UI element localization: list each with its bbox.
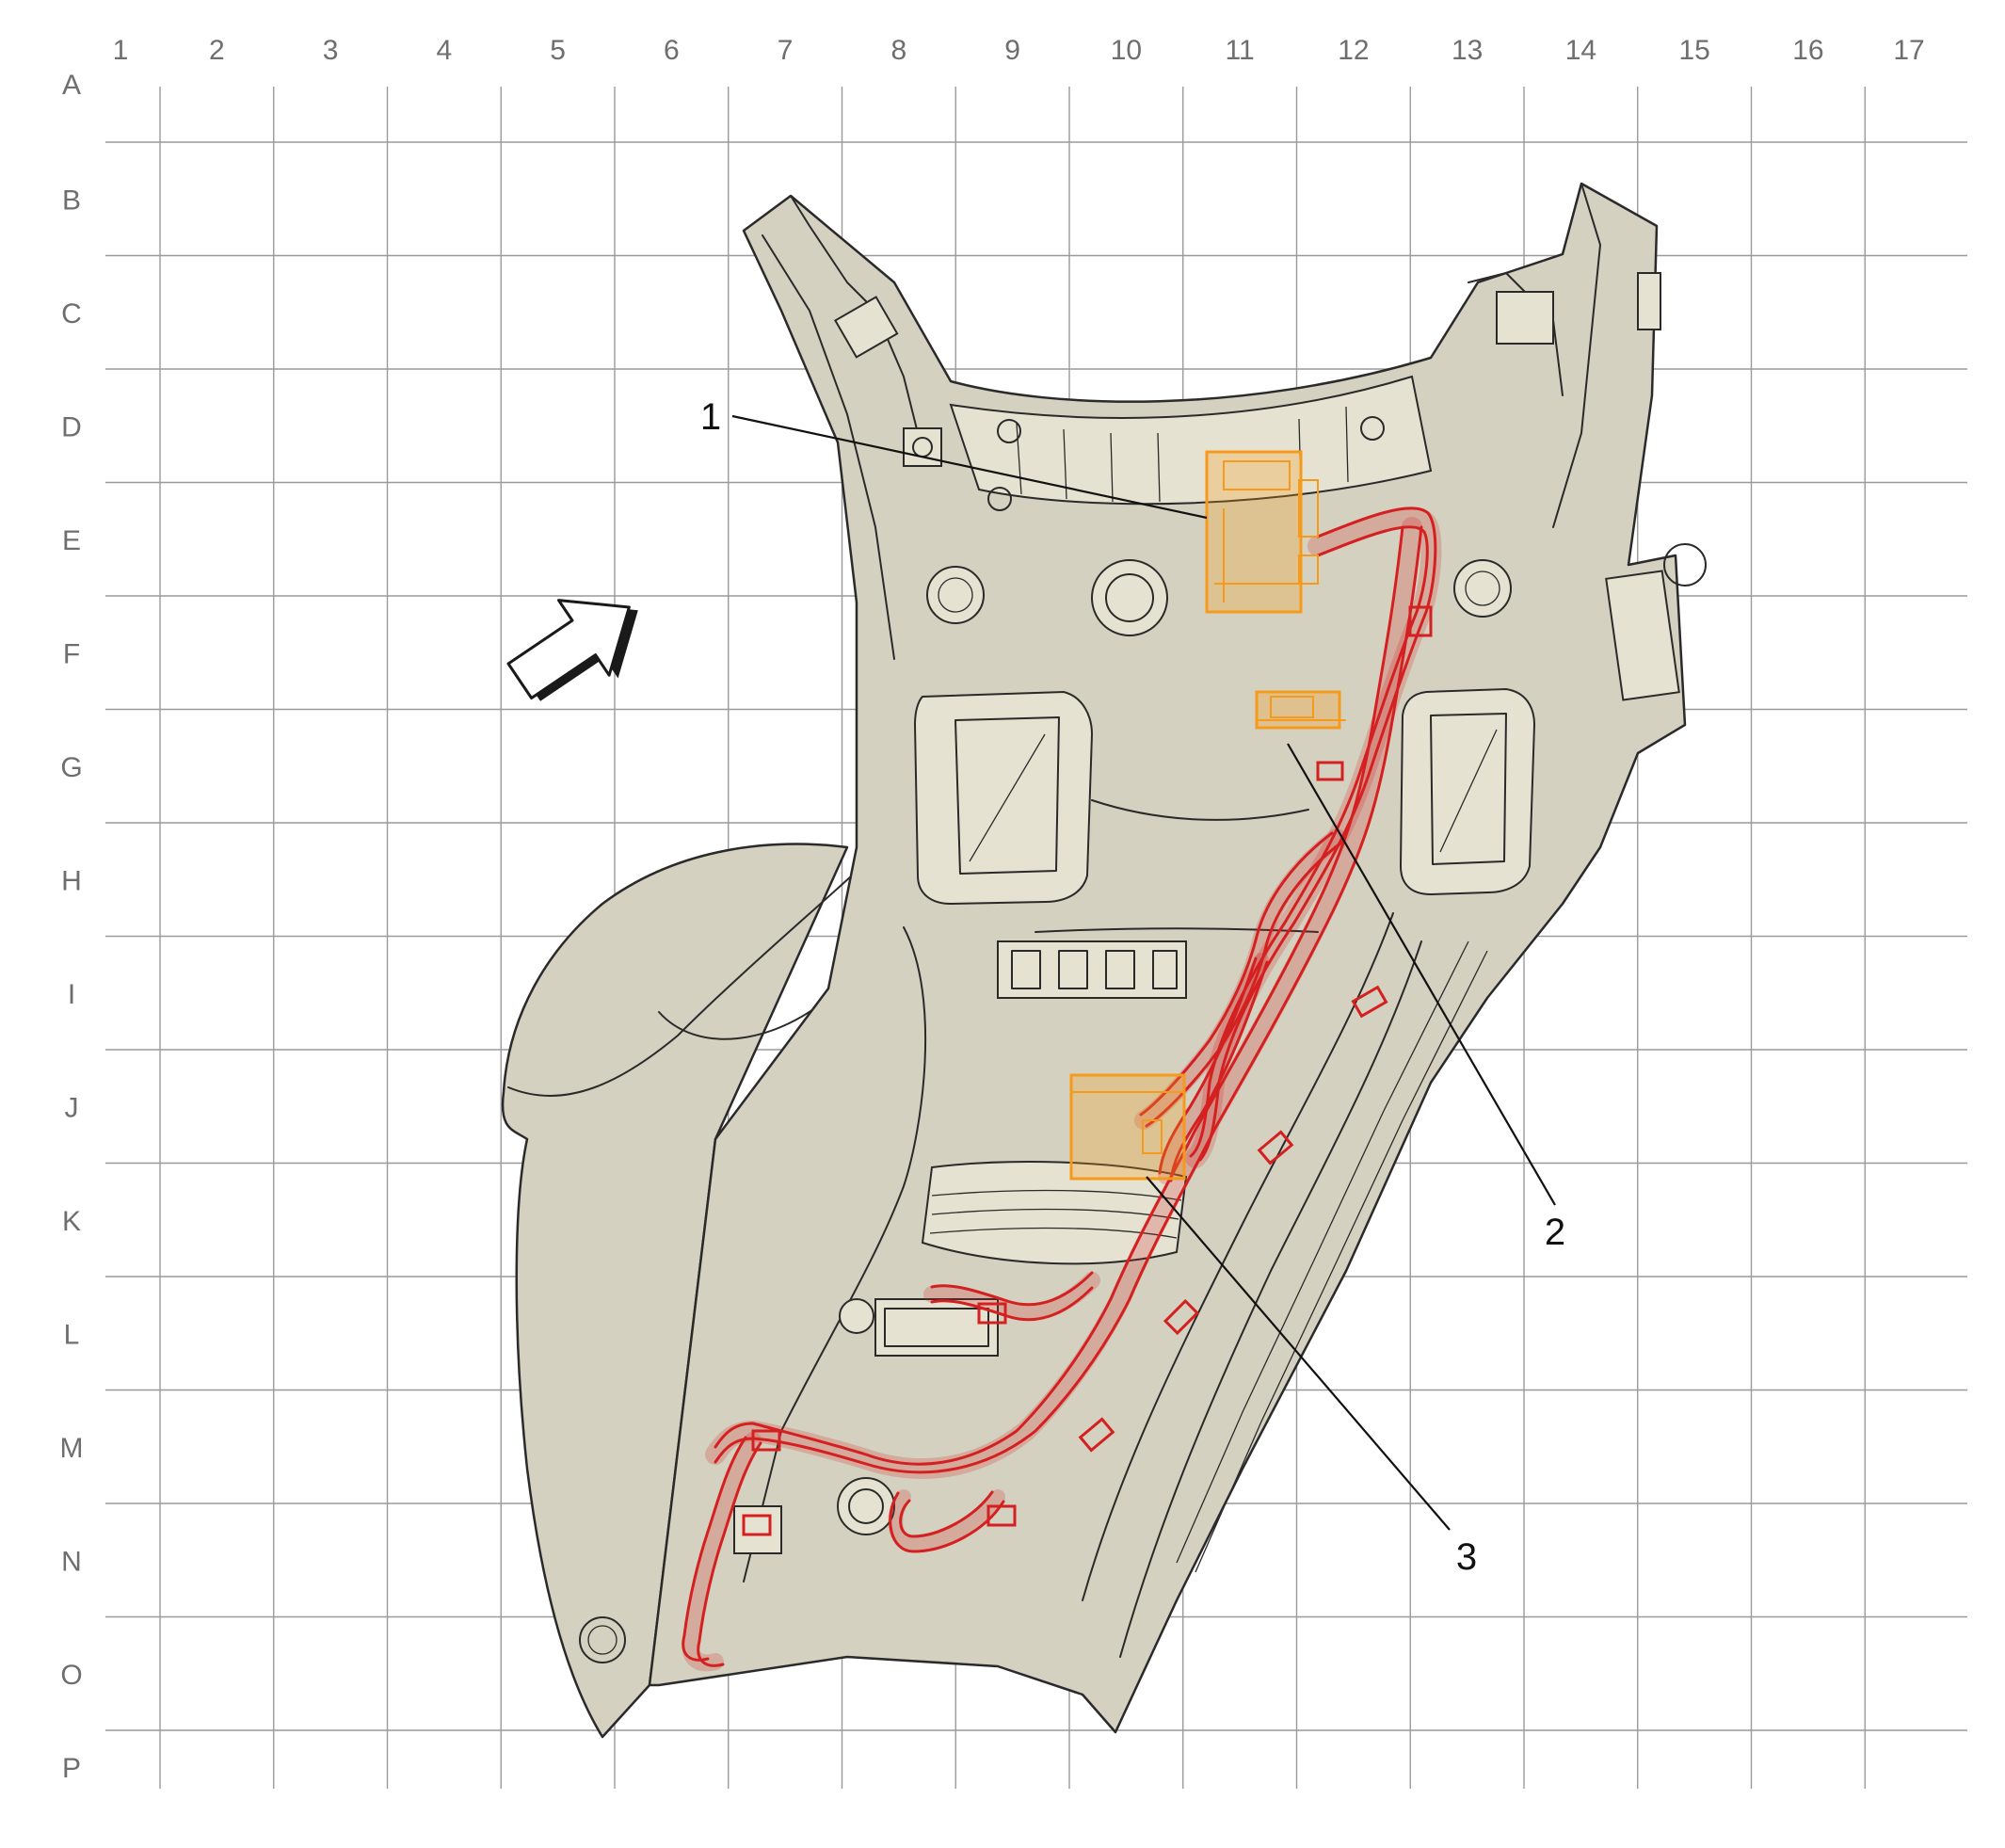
grid-row-label: I bbox=[68, 979, 75, 1010]
left-clip bbox=[833, 296, 899, 359]
grid-row-label: B bbox=[62, 185, 81, 216]
grid-column-label: 12 bbox=[1338, 35, 1369, 66]
left-button-recess bbox=[926, 566, 985, 624]
power-outlet bbox=[1091, 559, 1168, 636]
grid-column-label: 8 bbox=[891, 35, 907, 66]
grid-column-label: 13 bbox=[1452, 35, 1483, 66]
module-3 bbox=[1069, 1073, 1186, 1181]
module-2 bbox=[1255, 690, 1346, 730]
grid-row-label: P bbox=[62, 1753, 81, 1784]
grid-column-label: 5 bbox=[550, 35, 566, 66]
grid-column-label: 6 bbox=[664, 35, 680, 66]
grid-column-label: 11 bbox=[1226, 35, 1255, 66]
grid-column-label: 14 bbox=[1565, 35, 1596, 66]
drain-hole bbox=[579, 1616, 626, 1663]
right-clip bbox=[1496, 291, 1554, 345]
grid-column-label: 2 bbox=[209, 35, 225, 66]
grid-row-label: A bbox=[62, 70, 81, 101]
grid-column-label: 4 bbox=[437, 35, 453, 66]
grid-row-labels: A B C D E F G H I J K L M N O P bbox=[60, 70, 84, 1784]
seat-cushion-edge bbox=[507, 875, 853, 1097]
grid-column-label: 17 bbox=[1893, 35, 1924, 66]
callout-3-label: 3 bbox=[1456, 1536, 1477, 1578]
grid-column-label: 1 bbox=[113, 35, 129, 66]
forward-arrow-icon bbox=[506, 599, 638, 701]
console-wiring-harness bbox=[682, 506, 1442, 1672]
callout-2-label: 2 bbox=[1545, 1212, 1565, 1253]
front-vent-panel bbox=[949, 375, 1433, 506]
grid-row-label: G bbox=[60, 752, 82, 783]
module-1 bbox=[1205, 450, 1319, 614]
callout-1: 1 bbox=[700, 396, 1208, 520]
callout-2: 2 bbox=[1287, 743, 1565, 1253]
right-tab bbox=[1637, 272, 1661, 330]
left-side-trim-panel bbox=[501, 843, 849, 1739]
lower-storage-box bbox=[921, 1161, 1188, 1265]
rear-outlet bbox=[837, 1477, 895, 1535]
right-button-recess bbox=[1453, 559, 1512, 618]
grid-row-label: H bbox=[61, 865, 82, 896]
right-bracket bbox=[1605, 570, 1680, 701]
harness-clips bbox=[742, 605, 1433, 1536]
grid-row-label: F bbox=[63, 638, 80, 669]
grid-column-label: 16 bbox=[1792, 35, 1823, 66]
callout-1-label: 1 bbox=[700, 396, 721, 438]
grid-row-label: M bbox=[60, 1433, 84, 1464]
grid-row-label: J bbox=[65, 1092, 79, 1123]
grid-column-label: 7 bbox=[778, 35, 794, 66]
rear-clip bbox=[733, 1505, 782, 1554]
grid-row-label: K bbox=[62, 1206, 81, 1237]
grid-row-label: N bbox=[61, 1546, 82, 1577]
grid-column-label: 15 bbox=[1678, 35, 1709, 66]
grid-row-label: D bbox=[61, 411, 82, 442]
grid-column-label: 10 bbox=[1111, 35, 1142, 66]
left-fastener-boss bbox=[903, 427, 942, 467]
grid-row-label: E bbox=[62, 525, 81, 556]
grid-row-label: O bbox=[60, 1660, 82, 1691]
grid-column-label: 3 bbox=[323, 35, 339, 66]
grid-row-label: C bbox=[61, 298, 82, 329]
grid-column-label: 9 bbox=[1004, 35, 1020, 66]
grid-row-label: L bbox=[64, 1319, 80, 1350]
callout-3: 3 bbox=[1146, 1176, 1477, 1578]
